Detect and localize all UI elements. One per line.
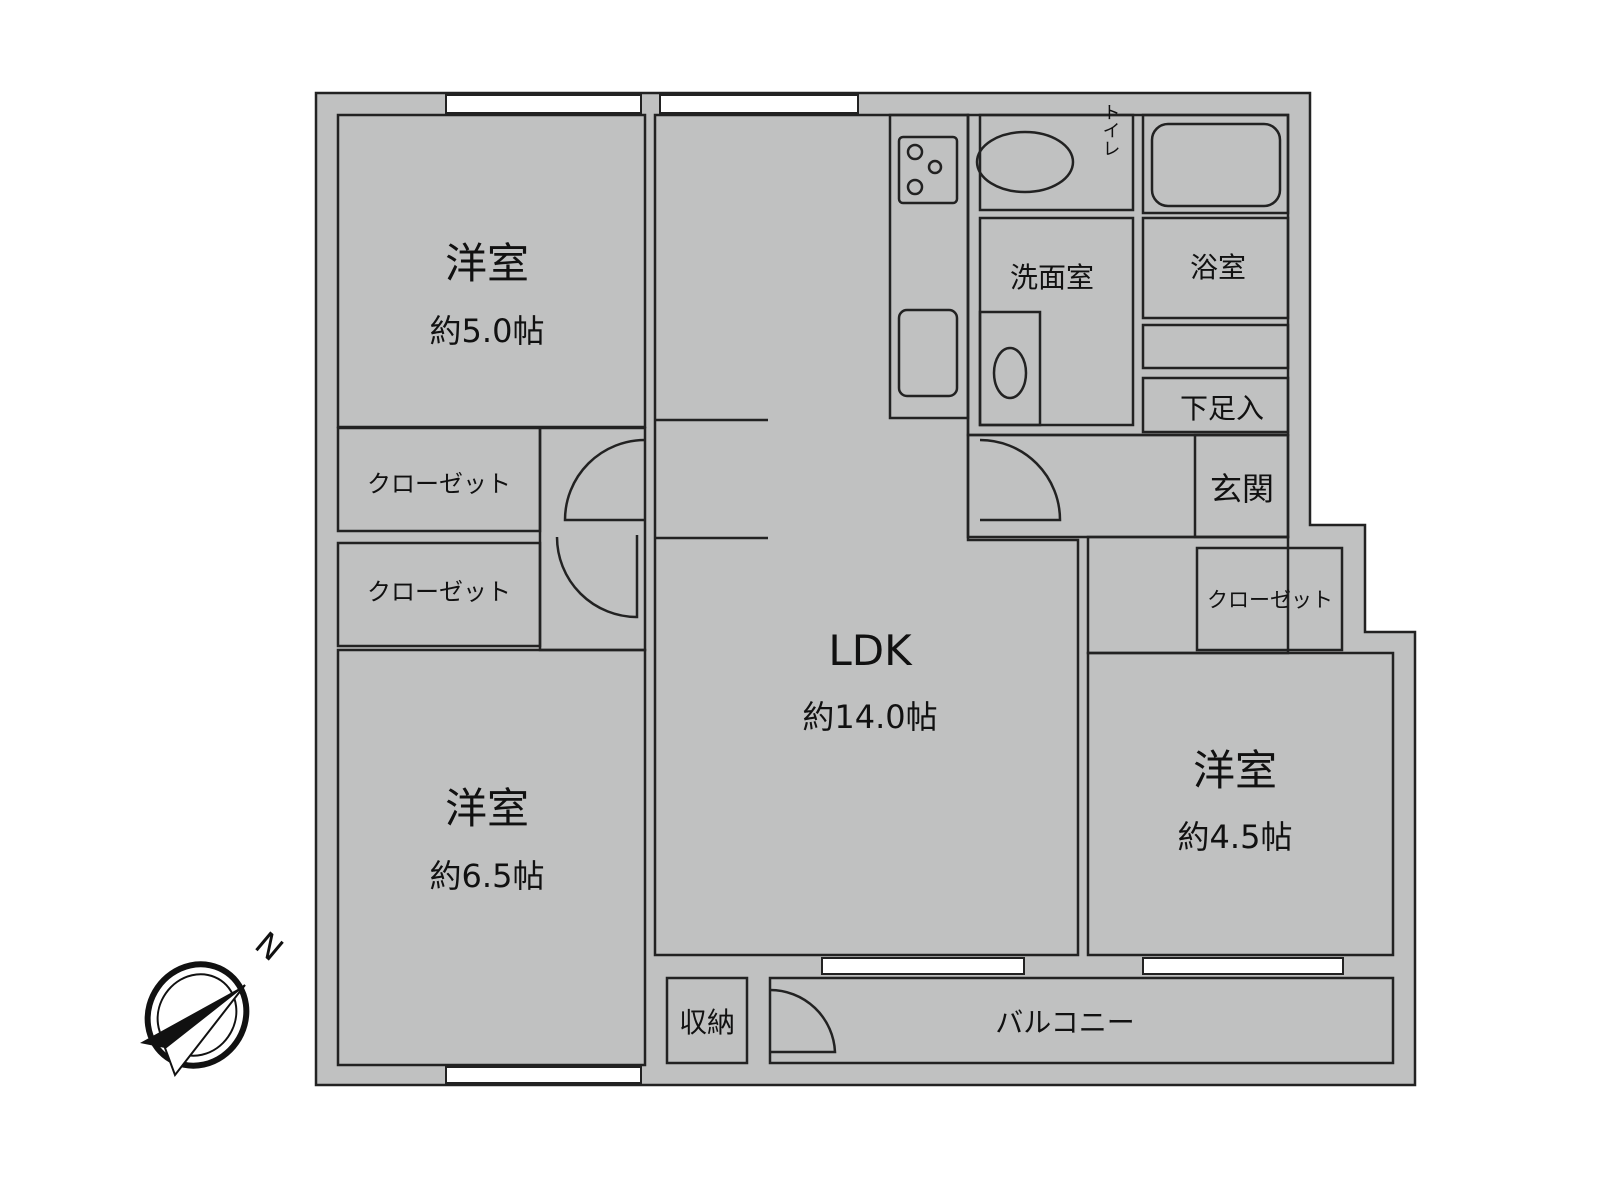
closet-label: クローゼット <box>367 578 511 606</box>
room-size: 約5.0帖 <box>430 312 545 350</box>
closet-label: クローゼット <box>367 470 511 498</box>
room-name: 洋室 <box>1193 746 1277 795</box>
room-toilet <box>978 113 1135 212</box>
entrance-label: 玄関 <box>1210 470 1274 508</box>
closet-label: クローゼット <box>1207 588 1333 612</box>
closet-3 <box>1195 546 1344 652</box>
room-bath-tub <box>1141 113 1290 215</box>
room-size: 約4.5帖 <box>1178 818 1293 856</box>
shoe-storage-label: 下足入 <box>1180 392 1264 425</box>
outer-wall <box>314 91 1417 1087</box>
toilet-label: トイレ <box>1100 103 1121 157</box>
room-western-right <box>1086 651 1395 957</box>
room-bathroom <box>1141 216 1290 320</box>
hallway-left <box>538 426 647 652</box>
room-name: 洋室 <box>445 784 529 833</box>
toilet-icon <box>975 130 1075 194</box>
room-name: 洋室 <box>445 239 529 288</box>
washroom-label: 洗面室 <box>1010 261 1094 294</box>
room-name: LDK <box>828 626 913 675</box>
basin-icon <box>992 346 1028 400</box>
shelf <box>1141 323 1290 370</box>
storage <box>665 976 749 1065</box>
door-swings <box>555 418 1062 1054</box>
room-size: 約14.0帖 <box>802 698 937 736</box>
shoe-storage <box>1141 376 1290 434</box>
compass-north-label: N <box>248 924 291 968</box>
stove-icon <box>897 135 959 205</box>
compass-icon: N <box>140 924 291 1078</box>
room-size: 約6.5帖 <box>430 857 545 895</box>
sink-icon <box>897 308 959 398</box>
storage-label: 収納 <box>679 1006 735 1039</box>
room-western-bottom-left <box>336 648 647 1067</box>
vanity <box>978 310 1042 427</box>
balcony-label: バルコニー <box>995 1006 1134 1039</box>
bathroom-label: 浴室 <box>1190 251 1246 284</box>
balcony <box>768 976 1395 1065</box>
windows <box>445 94 1344 1084</box>
bathtub-icon <box>1150 122 1282 208</box>
